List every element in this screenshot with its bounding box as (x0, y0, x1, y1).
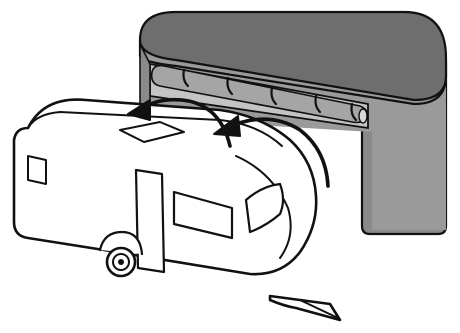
caravan-rear-window (28, 156, 46, 184)
caravan-door (136, 170, 164, 272)
caravan-wheel (107, 248, 135, 276)
caravan-hitch (270, 296, 340, 320)
roller-end-cap (359, 109, 367, 123)
caravan-icon (14, 100, 340, 320)
